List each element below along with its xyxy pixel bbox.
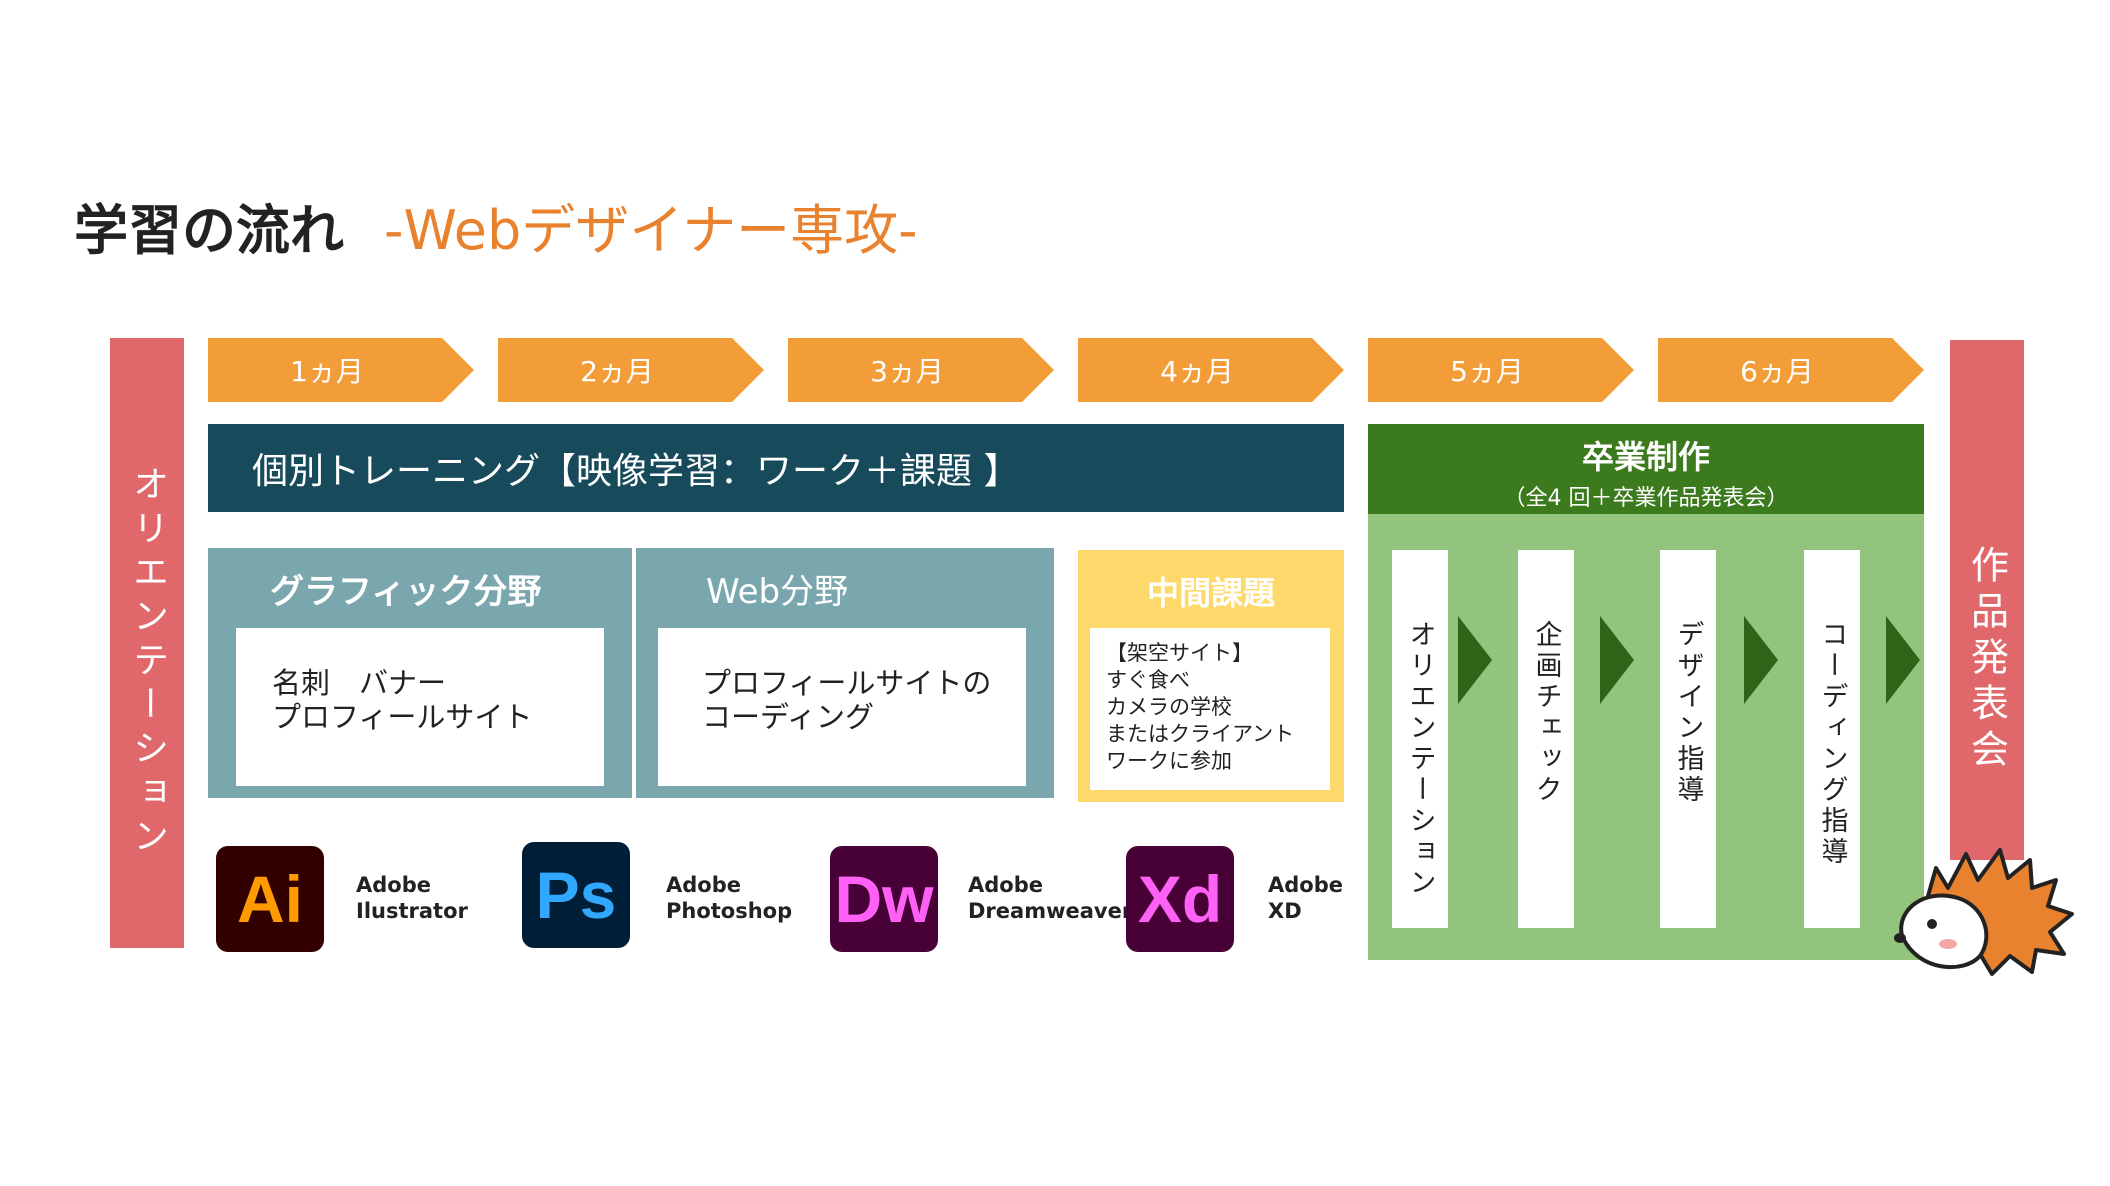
chevron-right-icon (1458, 616, 1492, 704)
grad-step-2: 企画チェック (1518, 550, 1574, 928)
orientation-label: オリエンテーション (127, 465, 168, 861)
title-sub: -Webデザイナー専攻- (384, 199, 918, 262)
presentation-bar: 作品発表会 (1950, 340, 2024, 860)
chevron-right-icon (1886, 616, 1920, 704)
graphic-panel-title: グラフィック分野 (270, 572, 542, 612)
presentation-label: 作品発表会 (1964, 545, 2009, 775)
graphic-card-line1: 名刺 バナー (272, 666, 447, 700)
hedgehog-mascot-icon (1894, 848, 2074, 976)
web-panel-title: Web分野 (706, 572, 849, 612)
grad-step-3: デザイン指導 (1660, 550, 1716, 928)
midterm-line-1: 【架空サイト】 (1106, 641, 1253, 665)
grad-step-4: コーディング指導 (1804, 550, 1860, 928)
month-arrow-5: 5ヵ月 (1368, 338, 1634, 402)
dreamweaver-logo-icon: Dw (830, 846, 938, 952)
month-arrow-1: 1ヵ月 (208, 338, 474, 402)
graduation-header: 卒業制作 （全4 回＋卒業作品発表会） (1368, 424, 1924, 514)
illustrator-logo-icon: Ai (216, 846, 324, 952)
midterm-line-4: またはクライアント (1106, 722, 1295, 746)
month-arrow-4: 4ヵ月 (1078, 338, 1344, 402)
midterm-card: 【架空サイト】 すぐ食べ カメラの学校 またはクライアント ワークに参加 (1090, 628, 1330, 790)
title-main: 学習の流れ (74, 199, 344, 262)
training-band: 個別トレーニング【映像学習：ワーク＋課題 】 (208, 424, 1344, 512)
photoshop-logo-icon: Ps (522, 842, 630, 948)
midterm-line-3: カメラの学校 (1106, 695, 1232, 719)
midterm-line-2: すぐ食べ (1106, 668, 1190, 692)
xd-logo-icon: Xd (1126, 846, 1234, 952)
chevron-right-icon (1600, 616, 1634, 704)
page-title: 学習の流れ -Webデザイナー専攻- (74, 186, 918, 265)
midterm-line-5: ワークに参加 (1106, 749, 1232, 773)
orientation-bar: オリエンテーション (110, 338, 184, 948)
graphic-card: 名刺 バナー プロフィールサイト (236, 628, 604, 786)
graphic-card-line2: プロフィールサイト (272, 700, 533, 734)
month-arrow-2: 2ヵ月 (498, 338, 764, 402)
training-band-label: 個別トレーニング【映像学習：ワーク＋課題 】 (252, 451, 1020, 492)
month-arrow-3: 3ヵ月 (788, 338, 1054, 402)
web-card-line2: コーディング (702, 700, 874, 734)
web-card: プロフィールサイトの コーディング (658, 628, 1026, 786)
web-card-line1: プロフィールサイトの (702, 666, 992, 700)
grad-step-1: オリエンテーション (1392, 550, 1448, 928)
month-arrow-6: 6ヵ月 (1658, 338, 1924, 402)
graduation-title: 卒業制作 (1581, 438, 1710, 476)
graduation-subtitle: （全4 回＋卒業作品発表会） (1503, 486, 1789, 511)
midterm-panel: 中間課題 【架空サイト】 すぐ食べ カメラの学校 またはクライアント ワークに参… (1078, 550, 1344, 802)
web-panel: Web分野 プロフィールサイトの コーディング (636, 548, 1054, 798)
midterm-title: 中間課題 (1146, 574, 1275, 612)
graphic-panel: グラフィック分野 名刺 バナー プロフィールサイト (208, 548, 632, 798)
graduation-body: オリエンテーション 企画チェック デザイン指導 コーディング指導 (1368, 514, 1924, 960)
chevron-right-icon (1744, 616, 1778, 704)
